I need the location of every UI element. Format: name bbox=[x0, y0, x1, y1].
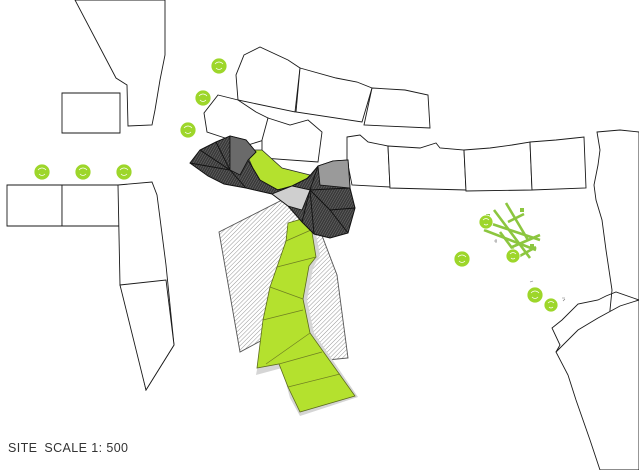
site-caption: SITE SCALE 1: 500 bbox=[8, 441, 135, 455]
building-north-unit-2 bbox=[295, 67, 373, 123]
building-north-unit-3 bbox=[363, 87, 431, 129]
tree-icon bbox=[74, 163, 92, 181]
canopy-facet-light-2 bbox=[317, 159, 351, 189]
buildings bbox=[6, 0, 639, 470]
tree-icon bbox=[526, 286, 544, 304]
path-joints bbox=[262, 229, 341, 388]
tree-icon bbox=[543, 297, 559, 313]
tree-icon bbox=[33, 163, 51, 181]
building-east-unit-4 bbox=[529, 136, 587, 191]
building-west-tall-lower bbox=[119, 279, 175, 392]
building-north-unit-1 bbox=[235, 46, 301, 113]
caption-scale: SCALE 1: 500 bbox=[44, 441, 129, 455]
building-east-unit-1 bbox=[346, 134, 391, 188]
building-small-square bbox=[61, 92, 121, 134]
building-east-lower bbox=[555, 299, 639, 470]
canopy-facet-light-3 bbox=[229, 135, 257, 176]
building-west-a bbox=[6, 184, 63, 227]
building-east-unit-3 bbox=[463, 141, 533, 192]
tree-icon bbox=[453, 250, 471, 268]
building-east-unit-2 bbox=[387, 142, 467, 191]
trees bbox=[33, 57, 559, 313]
building-northwest bbox=[74, 0, 166, 127]
tree-icon bbox=[179, 121, 197, 139]
tree-icon bbox=[478, 214, 494, 230]
annotation-marks bbox=[494, 239, 566, 302]
tree-icon bbox=[115, 163, 133, 181]
tree-icon bbox=[505, 248, 521, 264]
building-north-unit-5 bbox=[261, 117, 323, 163]
tree-icon bbox=[194, 89, 212, 107]
tree-icon bbox=[210, 57, 228, 75]
canopy-structure bbox=[189, 135, 356, 239]
building-north-unit-4 bbox=[203, 94, 269, 146]
green-path bbox=[256, 217, 358, 416]
building-west-b bbox=[61, 184, 121, 227]
canopy-facet-light-1 bbox=[271, 185, 311, 211]
caption-title: SITE bbox=[8, 441, 38, 455]
